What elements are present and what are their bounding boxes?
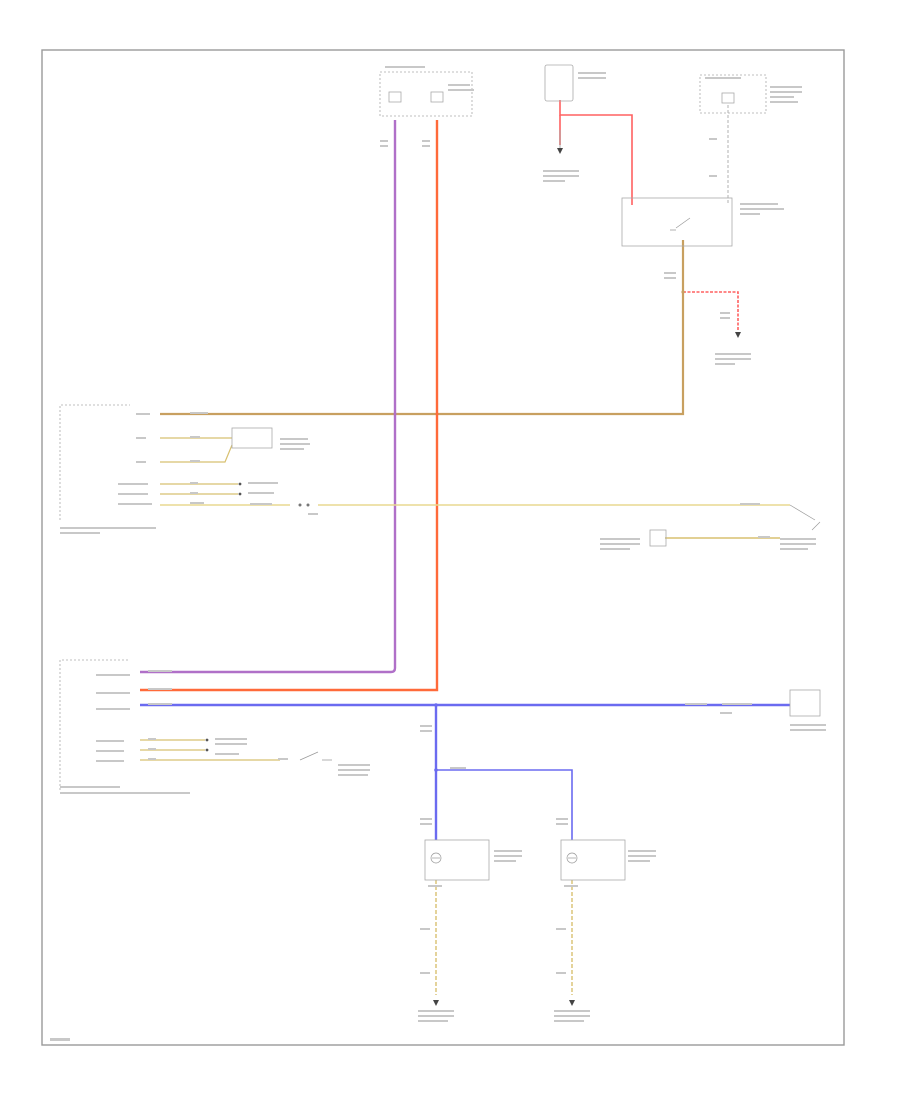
high-mount-stop-lamp (789, 689, 821, 717)
power-distribution-ground-icon (557, 148, 563, 154)
fuse-block-left (379, 71, 473, 117)
left-tail-lamp (424, 839, 490, 881)
junction-dot (393, 412, 397, 416)
can-bus-wires-2 (140, 739, 280, 761)
brake-switch-connector (298, 503, 310, 507)
right-bulb-icon (566, 852, 578, 864)
diagram-frame (41, 49, 845, 1046)
rear-control-unit (59, 659, 130, 790)
red-wire-power-dist-2 (683, 291, 739, 330)
junction-dot (435, 412, 439, 416)
junction-dot (434, 703, 438, 707)
right-tail-lamp (560, 839, 626, 881)
red-wire-emergency (559, 100, 633, 205)
fuse-block-right (699, 74, 767, 114)
left-bulb-icon (430, 852, 442, 864)
connector-box (231, 427, 273, 449)
emergency-switch (544, 64, 574, 102)
junction-dot (681, 290, 685, 294)
power-distribution-ground-icon (735, 332, 741, 338)
blue-wire-right-lamp (436, 769, 573, 840)
fuse-right (430, 91, 444, 103)
brake-light-switch (789, 504, 821, 531)
left-lamp-ground-icon (433, 1000, 439, 1006)
can-wires-top (160, 437, 233, 463)
orange-wire (140, 120, 439, 692)
relay-switch (670, 217, 691, 231)
sensor-connector (649, 529, 667, 547)
junction-dot (434, 768, 438, 772)
violet-wire (140, 120, 397, 674)
can-bus-wires-1 (160, 483, 238, 495)
tan-wire (160, 240, 685, 416)
emergency-relay (621, 197, 733, 247)
vehicle-electrical-control-unit (59, 404, 130, 520)
illegible-label-marks (50, 66, 826, 1041)
fuse-right-block (721, 92, 735, 104)
fuse-left (388, 91, 402, 103)
rear-switch (299, 751, 332, 761)
can-bus-arrows (205, 482, 242, 752)
right-lamp-ground-icon (569, 1000, 575, 1006)
